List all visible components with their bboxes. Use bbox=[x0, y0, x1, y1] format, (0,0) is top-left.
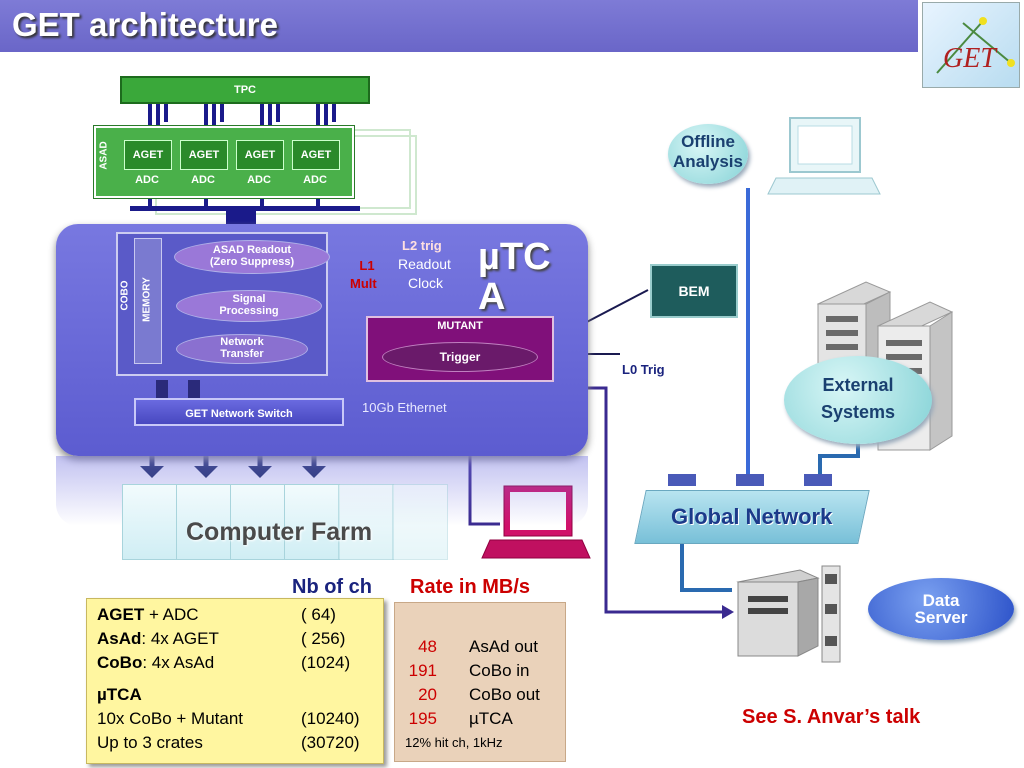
global-network: Global Network bbox=[634, 490, 870, 544]
get-logo: GET bbox=[922, 2, 1020, 88]
table-row: 10x CoBo + Mutant bbox=[97, 709, 244, 728]
switch-port bbox=[188, 380, 200, 398]
trigger-label: Trigger bbox=[439, 350, 481, 364]
rate-value: 20 bbox=[418, 685, 437, 704]
clock-label: Clock bbox=[408, 275, 444, 291]
farm-server bbox=[122, 484, 178, 560]
asad-readout-oval: ASAD Readout (Zero Suppress) bbox=[174, 240, 330, 274]
logo-graphic: GET bbox=[936, 17, 1015, 74]
channel-count: ( 256) bbox=[301, 629, 346, 648]
processing-label: Processing bbox=[219, 305, 279, 317]
farm-server bbox=[230, 484, 286, 560]
aget-chip-2: AGET bbox=[180, 140, 228, 170]
network-transfer-oval: Network Transfer bbox=[176, 334, 308, 364]
rate-value: 48 bbox=[418, 637, 437, 656]
rate-value: 195 bbox=[408, 709, 437, 728]
tpc-label: TPC bbox=[234, 84, 256, 96]
logo-text: GET bbox=[943, 43, 998, 74]
asad-label: ASAD bbox=[98, 141, 110, 170]
get-network-switch: GET Network Switch bbox=[134, 398, 344, 426]
channel-count: (1024) bbox=[301, 653, 351, 672]
table-row: AGET + ADC bbox=[97, 605, 199, 624]
mult-label: Mult bbox=[350, 276, 377, 291]
rate-label: CoBo out bbox=[469, 685, 540, 704]
adc-label-4: ADC bbox=[303, 174, 327, 186]
nb-of-ch-header: Nb of ch bbox=[292, 576, 372, 598]
network-label: Network bbox=[220, 336, 264, 348]
signal-label: Signal bbox=[232, 293, 266, 305]
aget-chip-4: AGET bbox=[292, 140, 340, 170]
external-line2: Systems bbox=[820, 402, 896, 422]
aget-chip-1: AGET bbox=[124, 140, 172, 170]
tpc-bar: TPC bbox=[120, 76, 370, 104]
table-row: CoBo: 4x AsAd bbox=[97, 653, 215, 672]
global-network-label: Global Network bbox=[671, 504, 833, 529]
data-line2: Server bbox=[914, 608, 968, 627]
switch-label: GET Network Switch bbox=[185, 408, 293, 420]
utca-title-line2: A bbox=[478, 276, 506, 318]
mutant-label: MUTANT bbox=[437, 320, 483, 332]
rate-label: AsAd out bbox=[469, 637, 538, 656]
see-talk-note: See S. Anvar’s talk bbox=[742, 706, 921, 728]
farm-server bbox=[392, 484, 448, 560]
rate-note: 12% hit ch, 1kHz bbox=[405, 735, 503, 750]
rate-label: CoBo in bbox=[469, 661, 530, 680]
l0-trig-label: L0 Trig bbox=[622, 362, 665, 377]
offline-line2: Analysis bbox=[673, 152, 743, 171]
ethernet-label: 10Gb Ethernet bbox=[362, 400, 447, 415]
aget-chip-3: AGET bbox=[236, 140, 284, 170]
trigger-oval: Trigger bbox=[382, 342, 538, 372]
l1-label: L1 bbox=[359, 258, 375, 273]
channel-count: (10240) bbox=[301, 709, 360, 728]
memory-label: MEMORY bbox=[141, 277, 153, 322]
l2-trig-label: L2 trig bbox=[402, 238, 442, 253]
rate-table: 48 AsAd out 191 CoBo in 20 CoBo out 195 … bbox=[394, 602, 566, 762]
computer-farm-label: Computer Farm bbox=[186, 518, 373, 546]
adc-label-1: ADC bbox=[135, 174, 159, 186]
switch-port bbox=[156, 380, 168, 398]
table-row: AsAd: 4x AGET bbox=[97, 629, 219, 648]
adc-label-2: ADC bbox=[191, 174, 215, 186]
rate-header: Rate in MB/s bbox=[410, 576, 531, 598]
title-bar bbox=[0, 0, 918, 52]
data-line1: Data bbox=[922, 591, 960, 610]
rate-value: 191 bbox=[408, 661, 437, 680]
zero-suppress-label: (Zero Suppress) bbox=[209, 256, 295, 268]
rate-label: µTCA bbox=[469, 709, 513, 728]
mutant-board: MUTANT Trigger bbox=[366, 316, 554, 382]
adc-label-3: ADC bbox=[247, 174, 271, 186]
farm-server bbox=[338, 484, 394, 560]
data-server-bubble: Data Server bbox=[868, 578, 1014, 640]
signal-processing-oval: Signal Processing bbox=[176, 290, 322, 322]
readout-label: Readout bbox=[398, 256, 451, 272]
offline-line1: Offline bbox=[681, 132, 735, 151]
utca-title-line1: µTC bbox=[478, 236, 551, 278]
bem-label: BEM bbox=[678, 283, 710, 299]
memory-block bbox=[134, 238, 162, 364]
page-title: GET architecture bbox=[12, 6, 278, 43]
channel-count: ( 64) bbox=[301, 605, 336, 624]
cobo-label: COBO bbox=[119, 280, 131, 311]
table-row: Up to 3 crates bbox=[97, 733, 203, 752]
transfer-label: Transfer bbox=[220, 348, 264, 360]
external-systems-bubble: External Systems bbox=[784, 356, 932, 444]
channel-count: (30720) bbox=[301, 733, 360, 752]
bem-box: BEM bbox=[650, 264, 738, 318]
table-row: µTCA bbox=[97, 685, 142, 704]
channel-count-table: AGET + ADC ( 64) AsAd: 4x AGET ( 256) Co… bbox=[86, 598, 384, 764]
asad-readout-label: ASAD Readout bbox=[212, 244, 292, 256]
offline-analysis-bubble: Offline Analysis bbox=[668, 124, 748, 184]
external-line1: External bbox=[822, 375, 894, 395]
